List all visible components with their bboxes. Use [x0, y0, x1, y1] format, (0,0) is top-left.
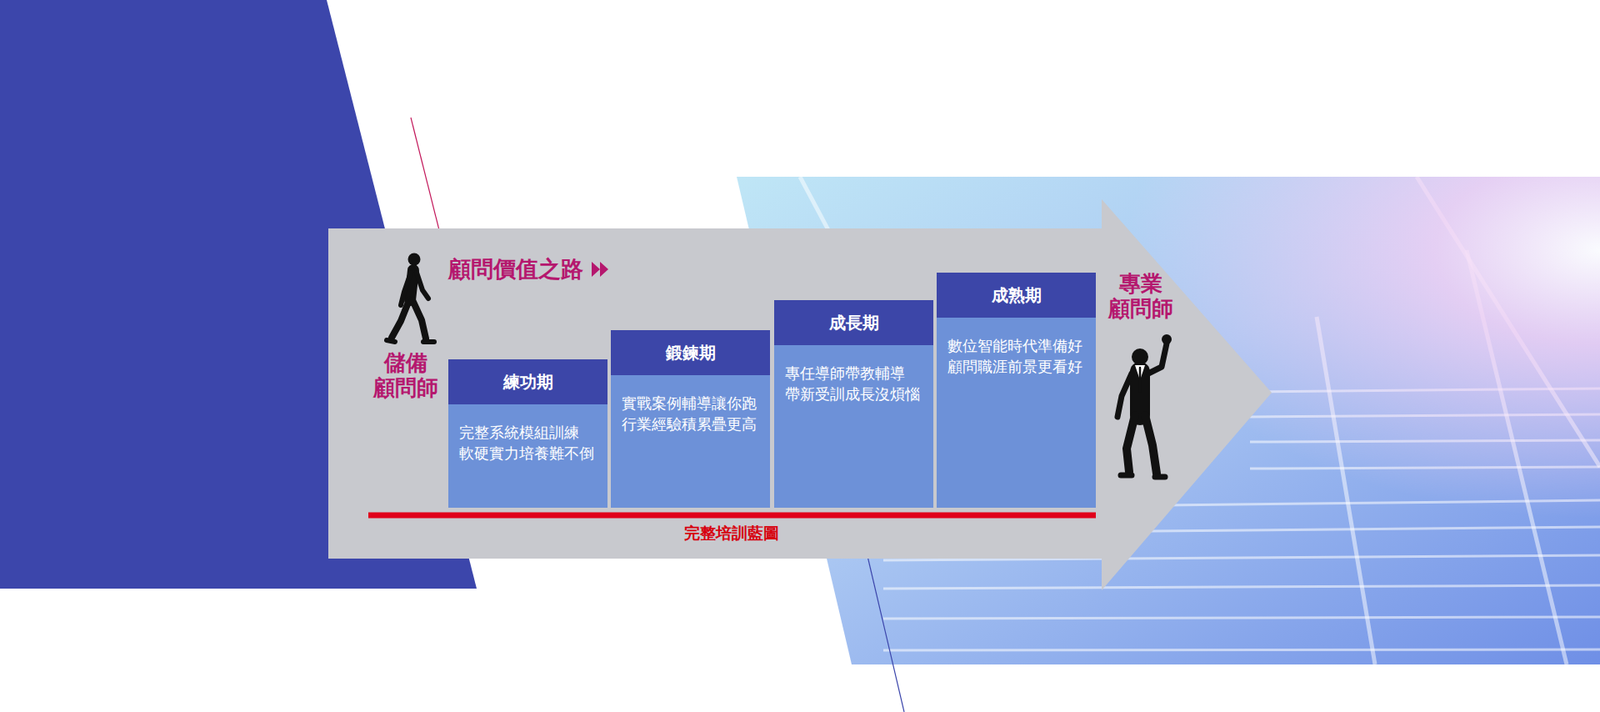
stage-column: 成長期專任導師帶教輔導 帶新受訓成長沒煩惱 — [774, 300, 934, 508]
stage-column: 鍛鍊期實戰案例輔導讓你跑 行業經驗積累疊更高 — [610, 330, 770, 508]
stage-heading: 成長期 — [774, 300, 934, 345]
goal-label: 專業 顧問師 — [1102, 271, 1180, 322]
cheering-man — [1117, 334, 1172, 477]
timeline-bar — [368, 512, 1096, 519]
stage-heading: 成熟期 — [936, 272, 1096, 318]
progress-arrow — [328, 199, 1272, 590]
diagram-title: 顧問價值之路 — [448, 254, 584, 285]
accent-line — [867, 555, 905, 712]
walking-man — [386, 253, 435, 343]
stage-description: 實戰案例輔導讓你跑 行業經驗積累疊更高 — [610, 375, 770, 508]
stage-column: 練功期完整系統模組訓練 軟硬實力培養難不倒 — [448, 359, 608, 508]
stage-description: 完整系統模組訓練 軟硬實力培養難不倒 — [448, 404, 608, 508]
stage-heading: 練功期 — [448, 359, 608, 405]
stage-description: 數位智能時代準備好 顧問職涯前景更看好 — [936, 317, 1096, 508]
accent-line — [410, 117, 440, 230]
play-icon — [591, 261, 609, 277]
stage-heading: 鍛鍊期 — [610, 330, 770, 375]
stage-column: 成熟期數位智能時代準備好 顧問職涯前景更看好 — [936, 272, 1096, 508]
start-label: 儲備 顧問師 — [367, 350, 445, 401]
timeline-label: 完整培訓藍圖 — [684, 522, 780, 545]
stage-description: 專任導師帶教輔導 帶新受訓成長沒煩惱 — [774, 345, 934, 508]
